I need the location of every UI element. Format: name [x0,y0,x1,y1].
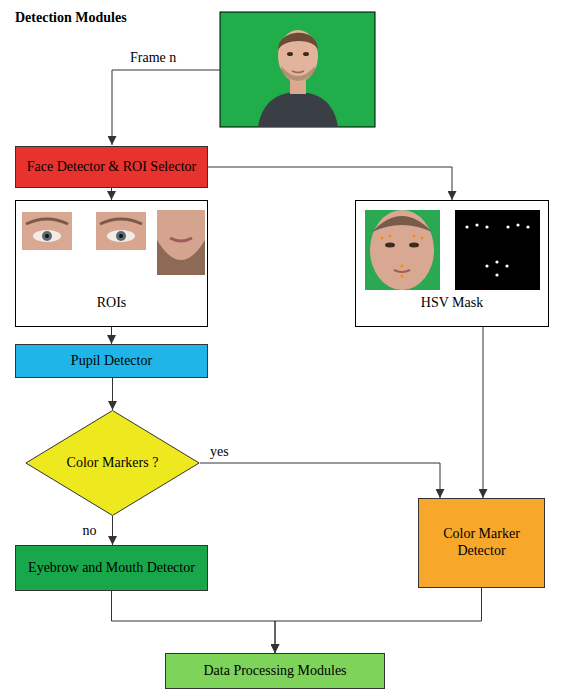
process-box: Color Marker Detector [418,498,545,588]
node-text: Pupil Detector [71,353,152,370]
edge-label: no [81,523,99,539]
decision-diamond: Color Markers ? [25,410,200,516]
node-text: Color Marker Detector [427,526,536,560]
flow-arrow [111,327,112,344]
flow-arrow [112,516,113,545]
node-text: HSV Mask [421,295,483,312]
flow-arrow [112,591,276,653]
flow-arrow [275,588,482,653]
node-text: Eyebrow and Mouth Detector [28,560,195,577]
node-text: ROIs [97,295,127,312]
flow-arrow [112,378,113,410]
flow-arrow [111,188,112,200]
flow-arrow [208,167,452,200]
roi-thumbnails [22,210,205,275]
process-box: Face Detector & ROI Selector [15,146,208,188]
diagram-title: Detection Modules [15,10,127,26]
edge-label: yes [208,444,231,460]
hsv-thumbnails [365,210,540,290]
flow-arrow [483,327,484,498]
image-panel: ROIs [15,200,208,327]
node-text: Data Processing Modules [203,663,346,680]
video-frame [220,12,375,127]
process-box: Pupil Detector [15,344,208,378]
image-panel: HSV Mask [355,200,549,327]
frame-arrow [112,70,220,145]
node-text: Color Markers ? [67,455,159,472]
node-text: Face Detector & ROI Selector [27,159,197,176]
process-box: Data Processing Modules [165,653,385,689]
frame-label: Frame n [128,50,178,66]
flow-arrow [200,463,440,498]
process-box: Eyebrow and Mouth Detector [15,545,208,591]
